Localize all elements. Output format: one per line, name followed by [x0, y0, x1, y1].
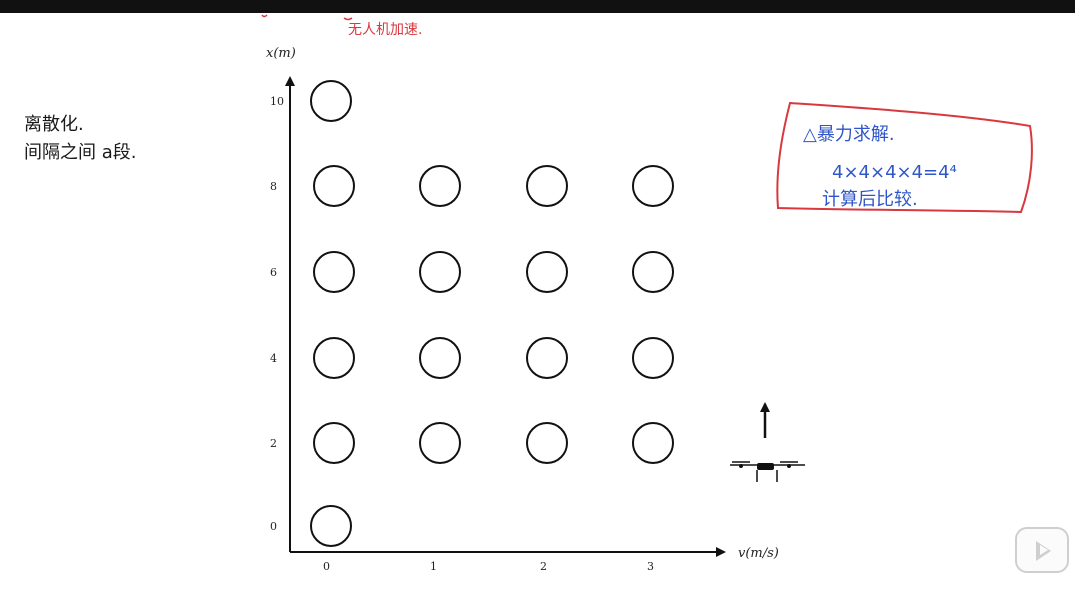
state-node — [526, 337, 568, 379]
note-discretization: 离散化. — [24, 114, 84, 135]
play-icon[interactable] — [1015, 527, 1069, 573]
state-node — [313, 165, 355, 207]
state-node — [313, 422, 355, 464]
brute-force-box — [776, 101, 1033, 214]
y-tick-label: 6 — [270, 266, 277, 279]
state-node — [313, 251, 355, 293]
y-tick-label: 4 — [270, 352, 277, 365]
state-node — [632, 251, 674, 293]
note-interval-segments: 间隔之间 a段. — [24, 142, 136, 163]
state-node — [419, 165, 461, 207]
x-tick-label: 1 — [430, 560, 437, 573]
y-tick-label: 8 — [270, 180, 277, 193]
y-tick-label: 0 — [270, 520, 277, 533]
state-node — [419, 422, 461, 464]
drone-icon — [730, 402, 805, 482]
note-compute-compare: 计算后比较. — [822, 189, 918, 210]
end-node — [310, 80, 352, 122]
state-node — [526, 422, 568, 464]
top-toolbar-bar — [0, 0, 1075, 13]
x-axis-label: v(m/s) — [738, 546, 779, 561]
note-brute-force-formula: 4×4×4×4=4⁴ — [832, 162, 957, 183]
start-node — [310, 505, 352, 547]
x-tick-label: 0 — [323, 560, 330, 573]
state-node — [632, 422, 674, 464]
y-tick-label: 10 — [270, 95, 284, 108]
note-drone-accelerate: 无人机加速. — [348, 22, 422, 38]
note-brute-force-title: △暴力求解. — [803, 124, 895, 145]
x-tick-labels: 0 1 2 3 — [323, 560, 654, 573]
y-tick-labels: 0 2 4 6 8 10 — [270, 95, 284, 533]
state-node — [313, 337, 355, 379]
state-node — [632, 165, 674, 207]
state-node — [419, 251, 461, 293]
state-node — [526, 251, 568, 293]
x-tick-label: 3 — [647, 560, 654, 573]
state-node — [419, 337, 461, 379]
x-tick-label: 2 — [540, 560, 547, 573]
state-nodes — [310, 80, 674, 547]
y-tick-label: 2 — [270, 437, 277, 450]
state-node — [632, 337, 674, 379]
y-axis-label: x(m) — [266, 46, 296, 61]
state-node — [526, 165, 568, 207]
